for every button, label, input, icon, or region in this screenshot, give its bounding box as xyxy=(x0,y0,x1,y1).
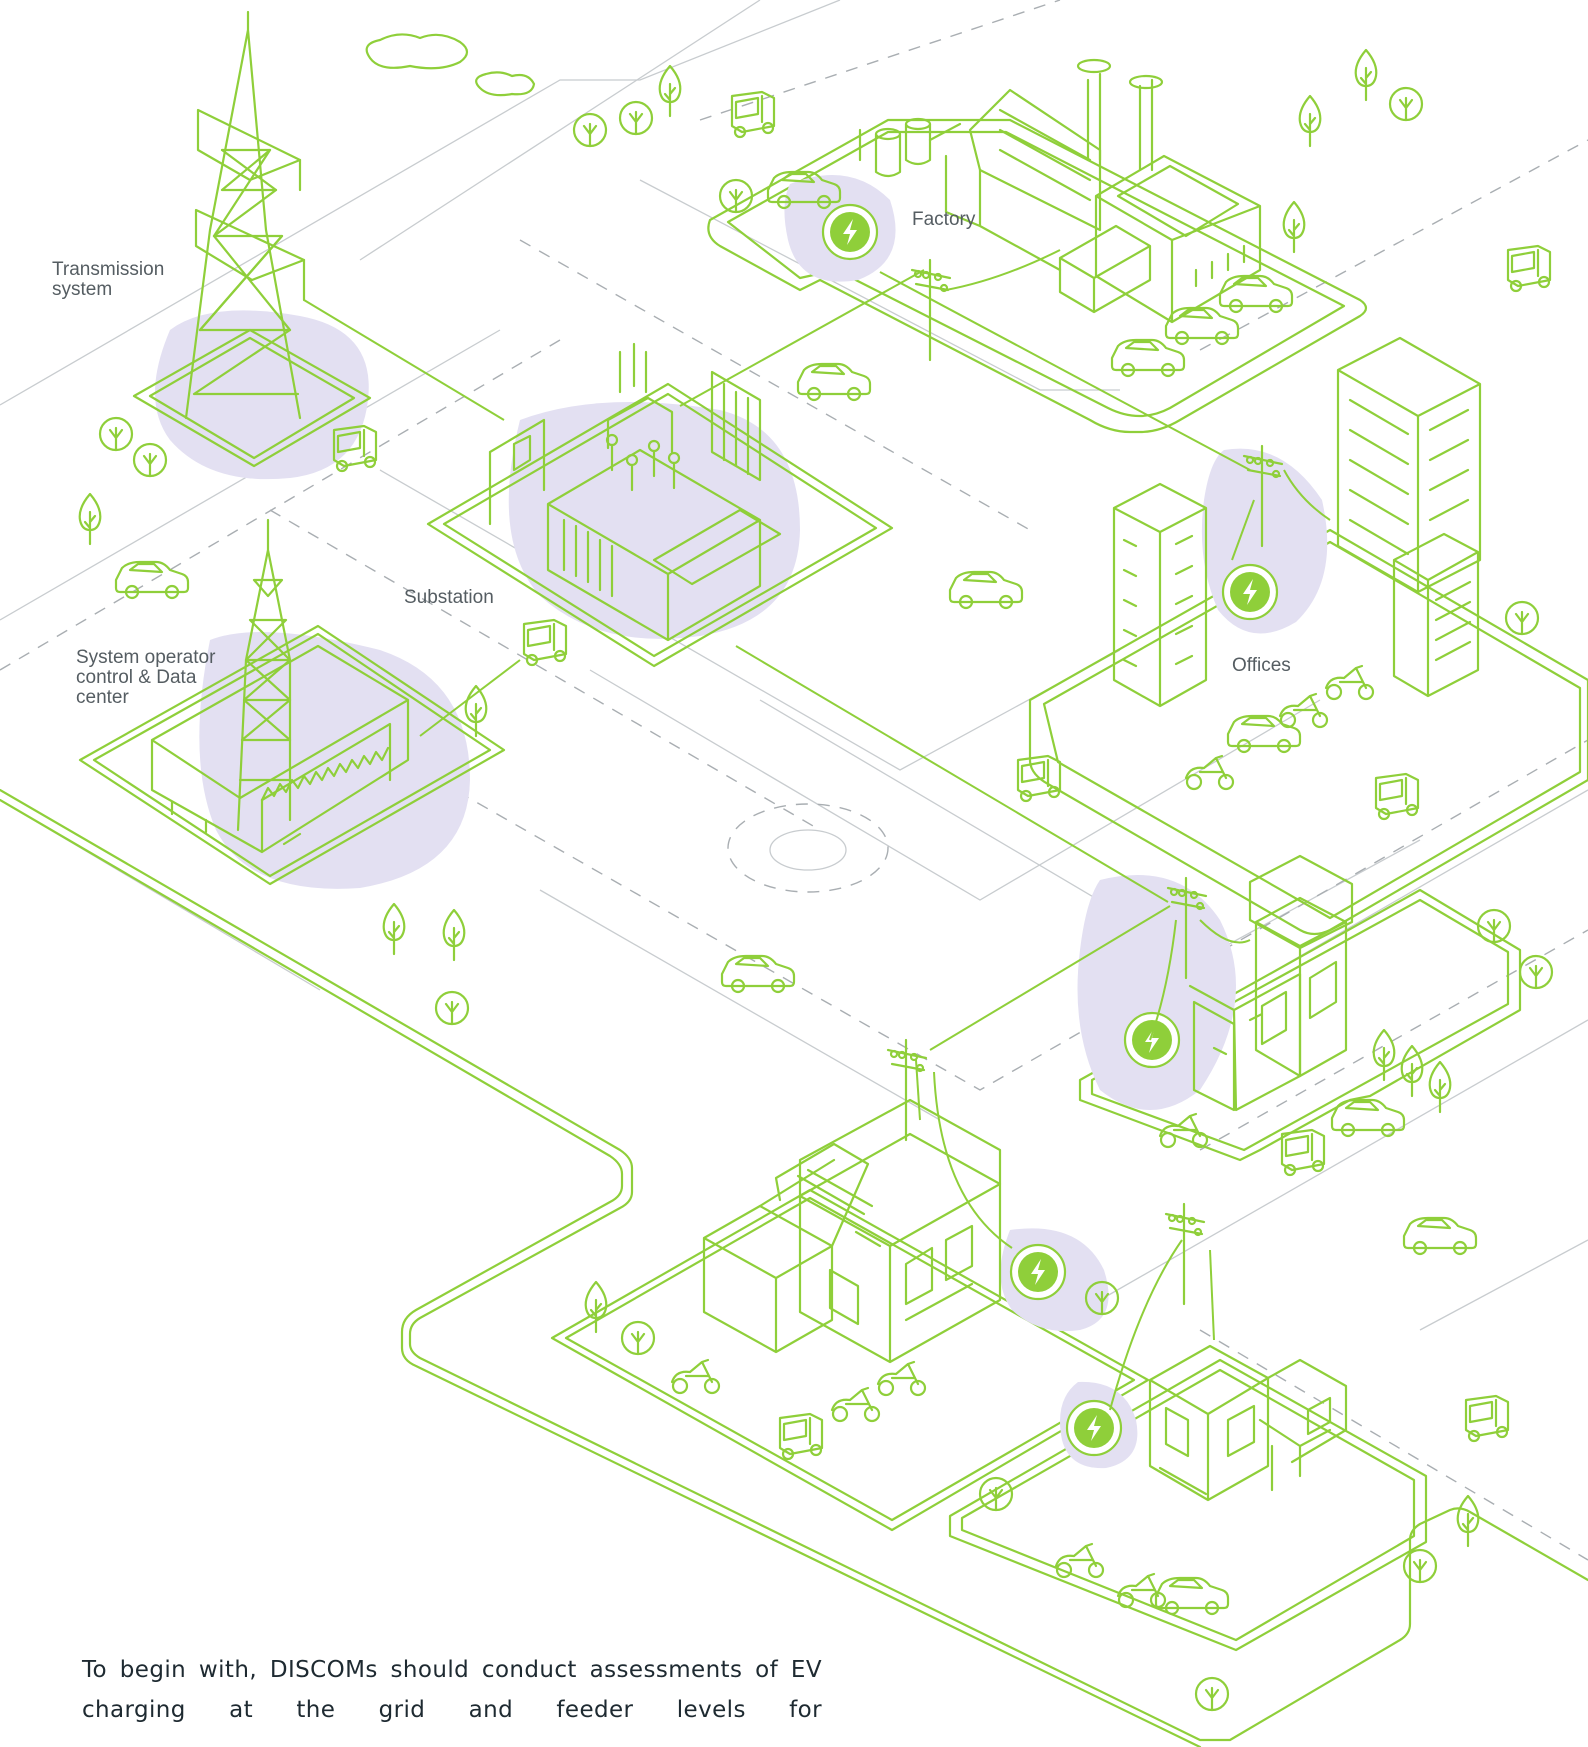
tree-icon xyxy=(1372,1028,1396,1082)
tree-icon xyxy=(1298,94,1322,148)
house-icon xyxy=(1188,854,1354,1112)
utility-pole-icon xyxy=(886,1038,928,1142)
intro-paragraph: To begin with, DISCOMs should conduct as… xyxy=(82,1657,822,1723)
car-icon xyxy=(796,362,872,402)
office-building-icon xyxy=(1112,336,1482,708)
factory xyxy=(707,58,1368,434)
tree-icon xyxy=(1354,48,1378,102)
label-control-data-center: System operator control & Data center xyxy=(76,647,216,708)
substation xyxy=(426,342,894,668)
car-icon xyxy=(1402,1216,1478,1256)
scooter-icon xyxy=(1158,1112,1209,1149)
tree-icon xyxy=(382,902,406,956)
control-data-center xyxy=(78,518,506,889)
auto-rickshaw-icon xyxy=(1374,772,1420,821)
transmission-tower-icon xyxy=(184,10,306,420)
car-icon xyxy=(1110,338,1186,378)
scooter-icon xyxy=(1054,1542,1105,1579)
residential-block-south xyxy=(550,1038,1150,1532)
tree-icon xyxy=(978,1476,1014,1512)
car-icon xyxy=(1164,306,1240,346)
scooter-icon xyxy=(876,1360,927,1397)
label-transmission-system: Transmission system xyxy=(52,259,165,300)
house-icon xyxy=(702,1098,1002,1364)
tree-icon xyxy=(658,64,682,118)
tree-icon xyxy=(1518,954,1554,990)
scooter-icon xyxy=(1324,664,1375,701)
tree-icon xyxy=(1194,1676,1230,1712)
charging-station-icon xyxy=(1009,1243,1067,1301)
label-factory: Factory xyxy=(912,209,976,230)
communication-tower-icon xyxy=(236,518,292,832)
scooter-icon xyxy=(670,1358,721,1395)
tree-icon xyxy=(1456,1494,1480,1548)
tree-icon xyxy=(442,908,466,962)
tree-icon xyxy=(78,492,102,546)
charging-station-icon xyxy=(1221,563,1279,621)
offices xyxy=(1028,336,1588,936)
auto-rickshaw-icon xyxy=(730,90,776,139)
car-icon xyxy=(948,570,1024,610)
tree-icon xyxy=(434,990,470,1026)
auto-rickshaw-icon xyxy=(1506,244,1552,293)
grid-boundary xyxy=(0,788,1588,1742)
scooter-icon xyxy=(1184,754,1235,791)
charging-station-icon xyxy=(1123,1011,1181,1069)
tree-icon xyxy=(1476,908,1512,944)
tree-icon xyxy=(1428,1060,1452,1114)
car-icon xyxy=(1330,1098,1406,1138)
tree-icon xyxy=(1282,200,1306,254)
scooter-icon xyxy=(1278,692,1329,729)
tree-icon xyxy=(620,1320,656,1356)
car-icon xyxy=(1154,1576,1230,1616)
tree-icon xyxy=(98,416,134,452)
auto-rickshaw-icon xyxy=(1280,1128,1326,1177)
tree-icon xyxy=(718,178,754,214)
scooter-icon xyxy=(830,1386,881,1423)
factory-icon xyxy=(858,58,1262,324)
car-icon xyxy=(720,954,796,994)
label-substation: Substation xyxy=(404,587,494,608)
tree-icon xyxy=(1388,86,1424,122)
auto-rickshaw-icon xyxy=(1464,1394,1510,1443)
car-icon xyxy=(1218,274,1294,314)
power-lines xyxy=(303,249,1331,1411)
tree-icon xyxy=(572,112,608,148)
charging-station-icon xyxy=(821,203,879,261)
tree-icon xyxy=(618,100,654,136)
auto-rickshaw-icon xyxy=(1016,754,1062,803)
label-offices: Offices xyxy=(1232,655,1291,676)
transmission-system xyxy=(132,10,372,480)
tree-icon xyxy=(132,442,168,478)
tree-icon xyxy=(1402,1548,1438,1584)
auto-rickshaw-icon xyxy=(778,1412,824,1461)
car-icon xyxy=(1226,714,1302,754)
house-icon xyxy=(1148,1344,1348,1502)
charging-station-icon xyxy=(1065,1399,1123,1457)
auto-rickshaw-icon xyxy=(522,618,568,667)
cloud-icon xyxy=(365,33,536,97)
substation-icon xyxy=(488,342,782,642)
residential-block-east xyxy=(1077,854,1522,1177)
tree-icon xyxy=(1504,600,1540,636)
residential-block-southeast xyxy=(948,1202,1428,1652)
